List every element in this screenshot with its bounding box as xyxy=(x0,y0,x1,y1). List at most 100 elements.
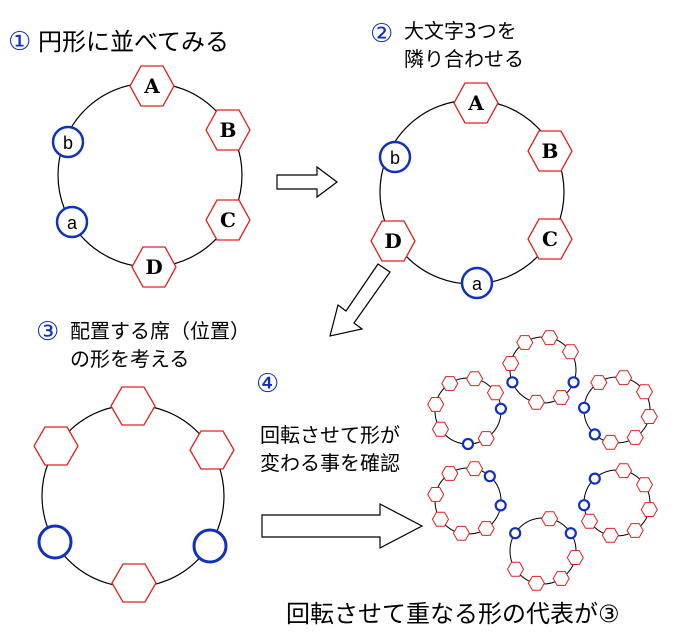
ring2-hex-label: B xyxy=(542,139,559,163)
step2-number: ② xyxy=(370,19,393,49)
small-ring-hex xyxy=(580,513,599,529)
step3-line2: の形を考える xyxy=(70,347,189,371)
small-ring-circle-marker xyxy=(461,437,475,451)
small-ring-hex xyxy=(506,561,525,577)
small-ring-hex xyxy=(477,431,495,446)
small-ring-hex xyxy=(615,370,633,386)
small-ring-circle-marker xyxy=(509,527,522,540)
ring2-hex xyxy=(370,220,416,262)
small-ring-hex xyxy=(635,477,654,493)
ring1-circle-marker xyxy=(51,125,85,159)
ring1-hex xyxy=(205,109,251,151)
small-ring-hex xyxy=(640,502,658,517)
small-ring-hex xyxy=(441,466,459,481)
ring3-hex xyxy=(33,426,79,466)
small-ring-hex xyxy=(431,511,450,527)
ring2: A B C D b a xyxy=(370,82,573,300)
small-ring-circle-marker xyxy=(494,499,507,512)
rotation-ring-5 xyxy=(427,461,507,541)
small-ring-hex xyxy=(427,487,445,502)
rotation-ring-2 xyxy=(577,370,658,450)
small-ring-hex xyxy=(477,521,495,536)
small-ring-hex xyxy=(601,434,619,450)
small-ring-hex xyxy=(486,385,505,401)
ring1-circle-label: b xyxy=(63,133,73,153)
ring2-circle xyxy=(379,99,565,285)
small-ring-hex xyxy=(541,511,559,527)
small-ring-hex xyxy=(441,376,459,391)
small-ring-hex xyxy=(615,463,633,479)
conclusion-text: 回転させて重なる形の代表が③ xyxy=(286,600,620,628)
small-ring-hex xyxy=(466,461,484,477)
ring1-hex xyxy=(131,246,177,288)
arrow-diagonal xyxy=(329,263,391,337)
small-ring-circle-marker xyxy=(483,470,496,483)
small-ring-hex xyxy=(566,550,584,565)
ring1-hex xyxy=(129,65,175,107)
small-ring-hex xyxy=(466,371,484,387)
small-ring-hex xyxy=(516,335,534,350)
small-ring-hex xyxy=(590,375,608,390)
small-ring-circle-marker xyxy=(577,499,591,512)
small-ring-circle-marker xyxy=(588,472,601,485)
small-ring-hex xyxy=(541,330,559,346)
small-ring-hex xyxy=(561,344,580,360)
ring1-hex-label: B xyxy=(220,118,237,142)
ring1-circle-marker xyxy=(55,205,89,239)
ring1-hex-label: A xyxy=(143,74,160,98)
ring2-hex xyxy=(527,218,573,260)
small-ring-hex xyxy=(626,430,644,445)
arrow-right-2 xyxy=(261,503,424,549)
ring3-circle-marker xyxy=(37,524,73,560)
small-ring-hex xyxy=(502,356,520,371)
ring2-hex xyxy=(453,82,499,124)
rotation-ring-6 xyxy=(427,371,507,451)
ring1-circle xyxy=(57,82,243,268)
ring1-hex-label: D xyxy=(145,255,162,279)
ring1-circle-label: a xyxy=(67,213,78,233)
small-ring-hex xyxy=(527,394,545,410)
step1-title: 円形に並べてみる xyxy=(38,28,229,56)
rotation-rings xyxy=(427,330,658,591)
small-ring-hex xyxy=(452,525,470,541)
rotation-ring-1 xyxy=(502,330,580,410)
ring2-circle-marker xyxy=(460,266,494,300)
ring2-hex-label: D xyxy=(384,229,401,253)
ring2-circle-marker xyxy=(378,140,412,174)
step4-line2: 変わる事を確認 xyxy=(260,451,400,475)
small-ring-hex xyxy=(427,397,445,412)
step4-line1: 回転させて形が xyxy=(260,423,400,447)
ring2-hex xyxy=(527,130,573,172)
small-ring-hex xyxy=(635,384,654,400)
small-ring-hex xyxy=(527,575,545,591)
ring2-hex-label: A xyxy=(467,91,484,115)
step4-number: ④ xyxy=(256,369,279,399)
small-ring-circle-marker xyxy=(567,376,580,389)
small-ring-hex xyxy=(552,571,570,586)
small-ring-circle-marker xyxy=(564,527,577,540)
small-ring-circle-marker xyxy=(577,401,591,414)
ring3-circle-marker xyxy=(192,528,228,564)
small-ring-hex xyxy=(626,523,644,538)
ring1: A B C D b a xyxy=(51,65,251,288)
small-ring-circle-marker xyxy=(494,402,507,415)
step2-line2: 隣り合わせる xyxy=(404,47,524,71)
rotation-ring-4 xyxy=(506,511,584,591)
small-ring-hex xyxy=(552,390,570,405)
step3-line1: 配置する席（位置） xyxy=(70,319,250,343)
step1-number: ① xyxy=(8,27,31,57)
ring2-hex-label: C xyxy=(542,227,558,251)
step2-line1: 大文字3つを xyxy=(404,19,517,43)
ring1-hex-label: C xyxy=(220,208,236,232)
ring2-circle-label: a xyxy=(472,274,483,294)
rotation-ring-3 xyxy=(577,463,658,543)
ring3-hex xyxy=(110,386,156,426)
ring3-hex xyxy=(111,563,157,603)
step3-number: ③ xyxy=(36,317,59,347)
ring2-circle-label: b xyxy=(390,148,400,168)
ring3 xyxy=(33,386,235,603)
ring3-hex xyxy=(189,430,235,470)
arrow-right-1 xyxy=(276,165,338,199)
small-ring-hex xyxy=(640,409,658,424)
